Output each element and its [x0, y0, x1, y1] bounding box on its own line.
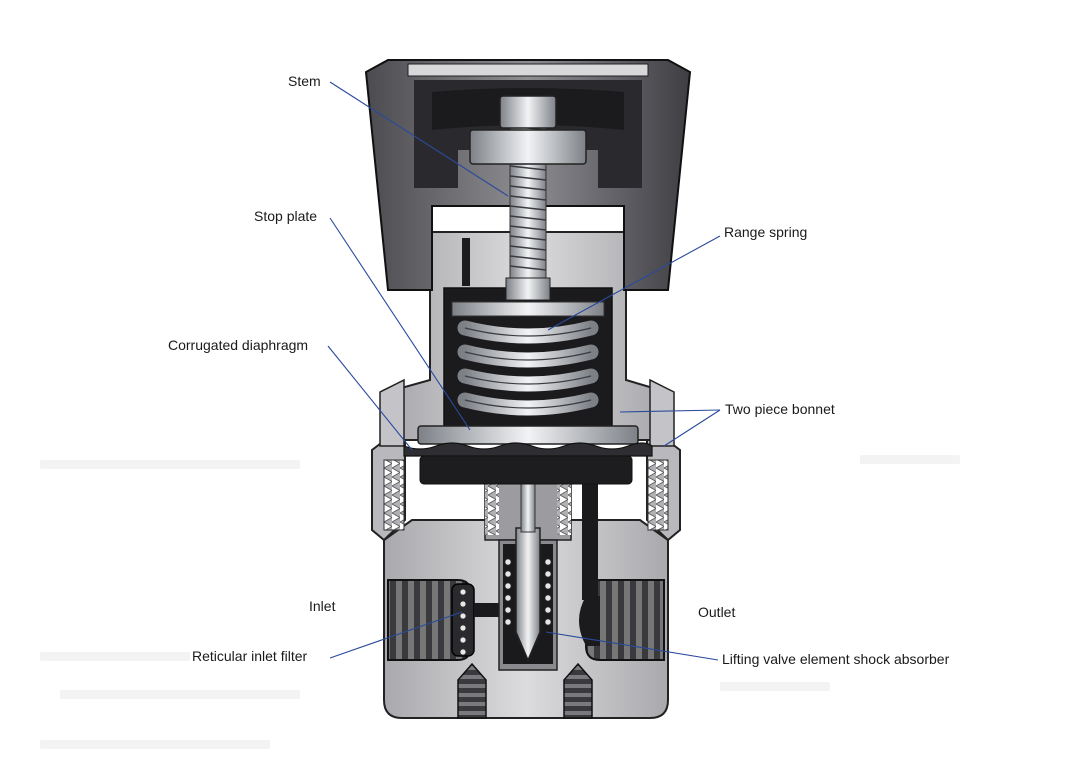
- background-artifact: [720, 682, 830, 691]
- leader-stem: [329, 81, 509, 197]
- label-stop-plate: Stop plate: [254, 208, 318, 224]
- inlet-port: [387, 579, 510, 661]
- label-reticular-inlet-filter: Reticular inlet filter: [192, 648, 308, 664]
- leader-shock-absorber: [545, 631, 719, 661]
- label-stem: Stem: [288, 73, 321, 89]
- leader-bonnet-outer: [663, 409, 721, 447]
- label-range-spring: Range spring: [724, 224, 808, 240]
- label-corrugated-diaphragm: Corrugated diaphragm: [168, 337, 309, 353]
- background-artifact: [40, 460, 300, 469]
- background-artifact: [60, 690, 300, 699]
- background-artifact: [40, 652, 190, 661]
- leader-range-spring: [547, 235, 721, 331]
- label-two-piece-bonnet: Two piece bonnet: [725, 401, 835, 417]
- label-shock-absorber: Lifting valve element shock absorber: [722, 651, 950, 667]
- background-artifact: [40, 740, 270, 749]
- mounting-holes: [457, 662, 593, 719]
- range-spring: [451, 301, 605, 416]
- leader-reticular-inlet-filter: [329, 611, 463, 659]
- stem: [469, 95, 587, 301]
- background-artifact: [860, 455, 960, 464]
- label-outlet: Outlet: [698, 604, 736, 620]
- leader-corrugated-diaphragm: [327, 345, 413, 451]
- leader-lines: [327, 81, 721, 661]
- leader-stop-plate: [329, 217, 471, 431]
- outlet-port: [579, 475, 665, 661]
- label-inlet: Inlet: [309, 598, 336, 614]
- poppet-assembly: [484, 449, 572, 671]
- diaphragm-assembly: [403, 425, 653, 485]
- leader-bonnet-inner: [619, 409, 721, 413]
